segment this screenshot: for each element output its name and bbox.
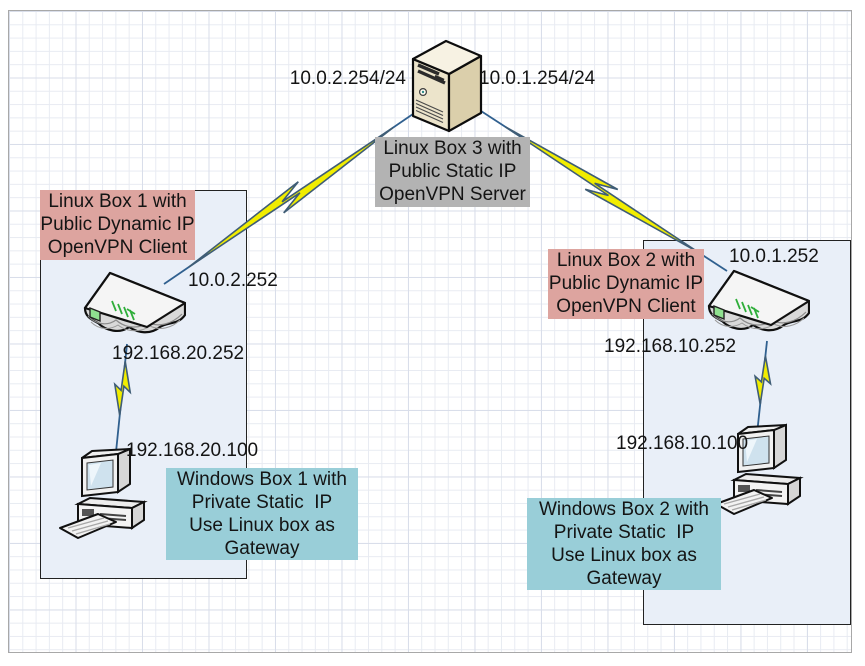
label-line: Gateway <box>224 538 300 559</box>
label-line: Windows Box 2 with <box>538 499 709 520</box>
linux2-label: Linux Box 2 with Public Dynamic IP OpenV… <box>548 249 704 319</box>
router2-lan-ip: 192.168.10.252 <box>604 336 737 357</box>
pc2-ip: 192.168.10.100 <box>616 433 749 454</box>
router1-icon <box>83 271 186 334</box>
windows2-label: Windows Box 2 with Private Static IP Use… <box>527 498 721 590</box>
label-line: Gateway <box>586 568 662 589</box>
label-line: OpenVPN Client <box>556 296 696 317</box>
server-icon <box>411 39 483 133</box>
label-line: OpenVPN Server <box>379 184 526 205</box>
label-line: OpenVPN Client <box>47 237 188 258</box>
server-ip-right: 10.0.1.254/24 <box>479 68 596 89</box>
router1-lan-ip: 192.168.20.252 <box>112 343 245 364</box>
router1-wan-ip: 10.0.2.252 <box>188 270 278 291</box>
label-line: Linux Box 2 with <box>556 250 696 271</box>
router2-wan-ip: 10.0.1.252 <box>729 246 819 267</box>
server-ip-left: 10.0.2.254/24 <box>289 68 406 89</box>
label-line: Public Dynamic IP <box>40 214 195 235</box>
label-line: Private Static IP <box>191 492 333 513</box>
label-line: Use Linux box as <box>189 515 335 536</box>
label-line: Use Linux box as <box>551 545 697 566</box>
label-line: Linux Box 3 with <box>383 138 522 159</box>
server-label: Linux Box 3 with Public Static IP OpenVP… <box>375 137 530 207</box>
label-line: Linux Box 1 with <box>48 191 187 212</box>
label-line: Public Dynamic IP <box>548 273 704 294</box>
label-line: Public Static IP <box>388 161 517 182</box>
pc1-ip: 192.168.20.100 <box>126 440 259 461</box>
pc1-icon <box>59 447 148 539</box>
pc2-icon <box>715 423 804 515</box>
label-line: Windows Box 1 with <box>176 469 347 490</box>
windows1-label: Windows Box 1 with Private Static IP Use… <box>166 468 358 560</box>
label-line: Private Static IP <box>553 522 695 543</box>
router2-icon <box>707 269 810 332</box>
linux1-label: Linux Box 1 with Public Dynamic IP OpenV… <box>40 190 195 260</box>
